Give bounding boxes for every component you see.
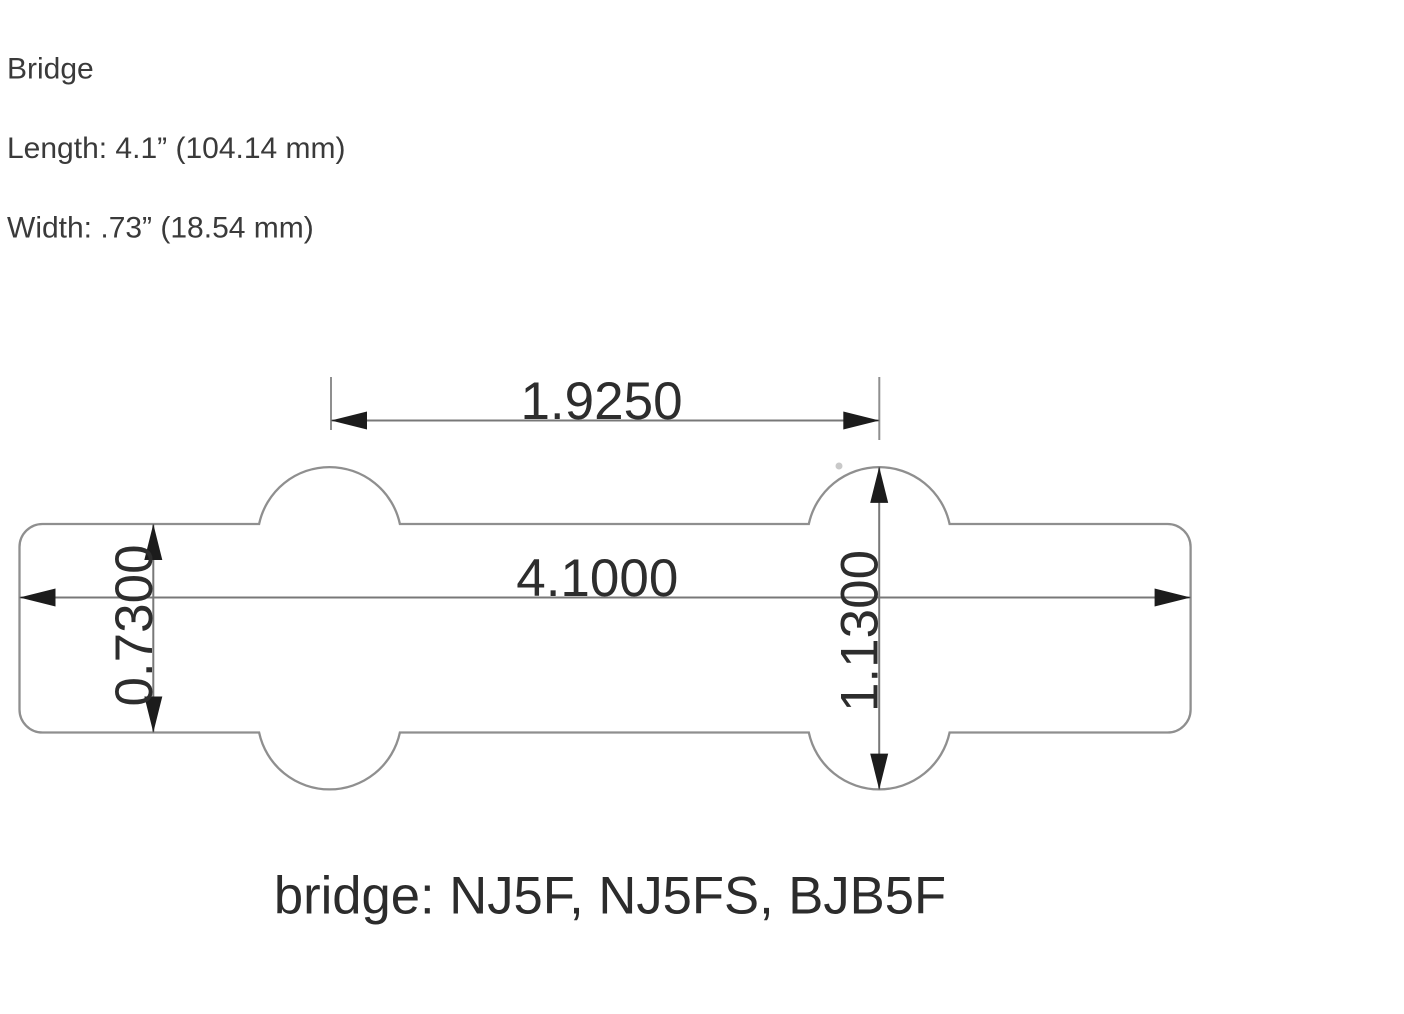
svg-text:bridge: NJ5F, NJ5FS, BJB5F: bridge: NJ5F, NJ5FS, BJB5F (274, 866, 946, 925)
svg-text:1.1300: 1.1300 (831, 550, 890, 712)
svg-text:0.7300: 0.7300 (105, 544, 164, 706)
svg-text:Bridge: Bridge (7, 53, 94, 86)
svg-text:Width: .73” (18.54 mm): Width: .73” (18.54 mm) (7, 212, 314, 245)
svg-text:1.9250: 1.9250 (520, 372, 682, 431)
svg-text:4.1000: 4.1000 (516, 549, 678, 608)
svg-text:Length: 4.1” (104.14 mm): Length: 4.1” (104.14 mm) (7, 132, 346, 165)
